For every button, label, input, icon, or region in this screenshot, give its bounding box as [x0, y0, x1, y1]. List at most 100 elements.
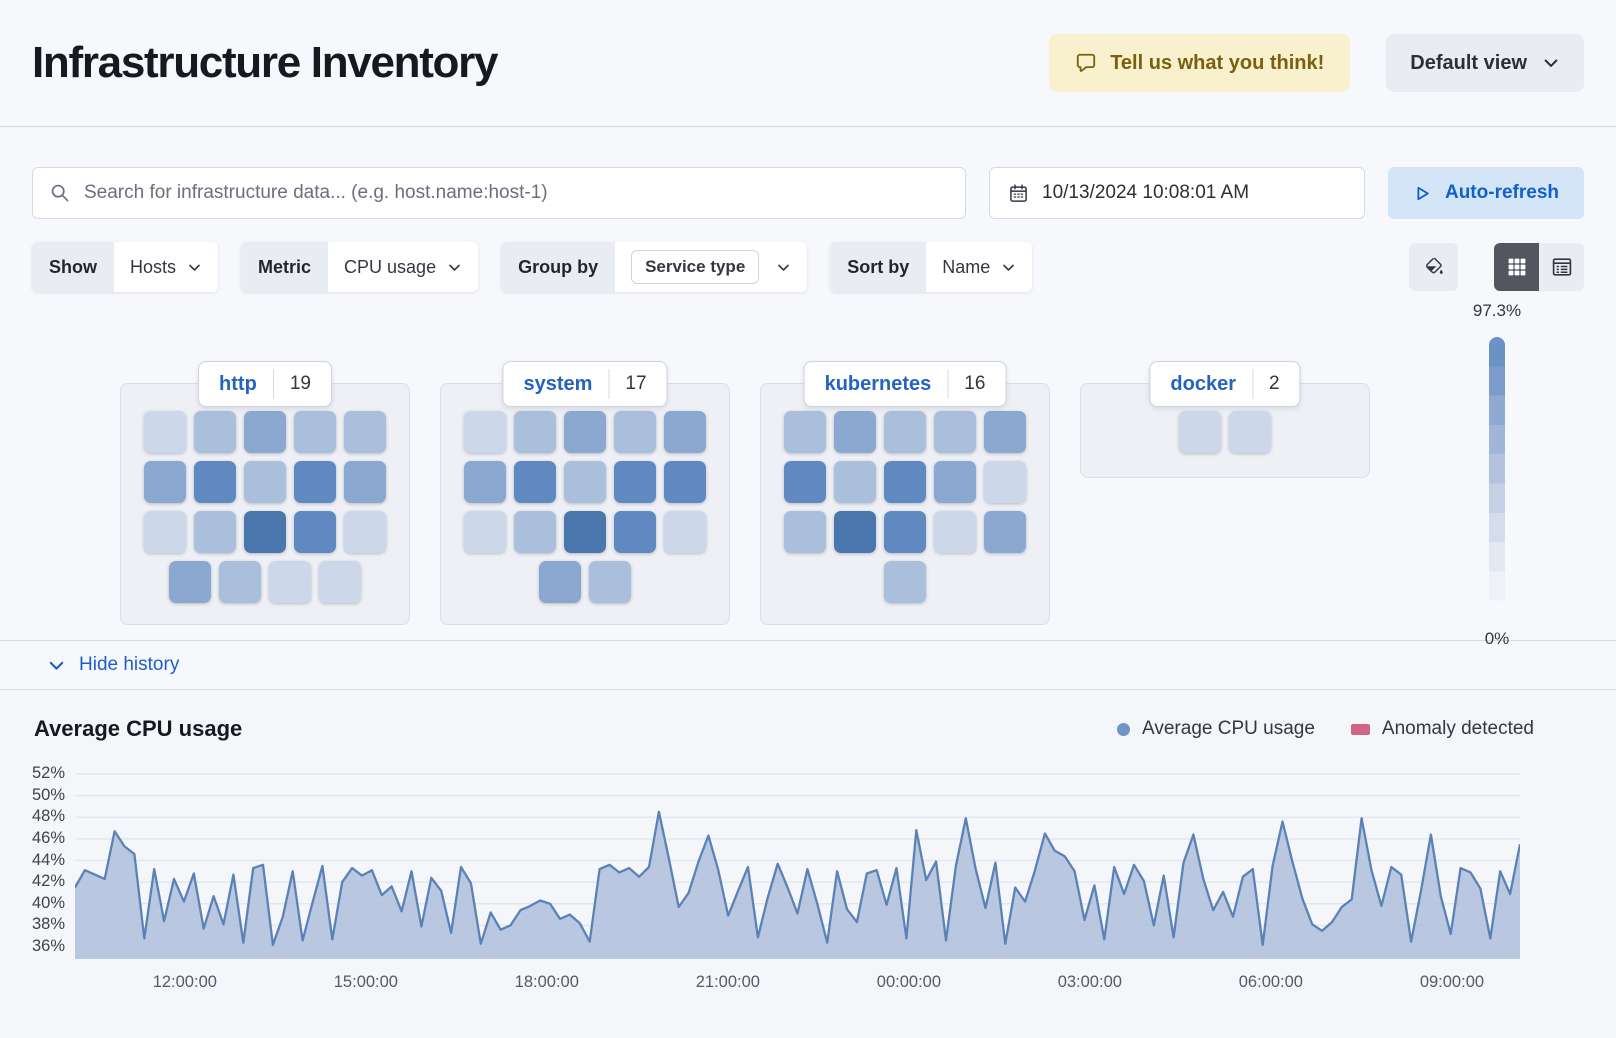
grid-icon	[1505, 255, 1529, 279]
host-tile[interactable]	[884, 561, 926, 603]
view-selector-button[interactable]: Default view	[1386, 34, 1584, 92]
host-tile[interactable]	[664, 511, 706, 553]
host-tile[interactable]	[884, 411, 926, 453]
host-tile[interactable]	[564, 511, 606, 553]
show-control[interactable]: Show Hosts	[32, 242, 219, 292]
host-tile[interactable]	[194, 511, 236, 553]
host-tile[interactable]	[344, 411, 386, 453]
host-tile[interactable]	[169, 561, 211, 603]
host-tile[interactable]	[464, 511, 506, 553]
sort-by-control[interactable]: Sort by Name	[830, 242, 1033, 292]
host-tile[interactable]	[834, 461, 876, 503]
host-tile[interactable]	[539, 561, 581, 603]
host-tile[interactable]	[614, 461, 656, 503]
host-tile[interactable]	[934, 511, 976, 553]
host-tile[interactable]	[514, 411, 556, 453]
host-tile[interactable]	[589, 561, 631, 603]
host-tile[interactable]	[984, 461, 1026, 503]
y-axis-tick: 44%	[31, 850, 65, 869]
host-tile[interactable]	[614, 511, 656, 553]
host-tile[interactable]	[244, 411, 286, 453]
host-tile[interactable]	[564, 461, 606, 503]
legend-item-average-cpu[interactable]: Average CPU usage	[1117, 718, 1315, 740]
host-tile[interactable]	[984, 511, 1026, 553]
host-tile[interactable]	[464, 461, 506, 503]
host-tile[interactable]	[144, 461, 186, 503]
y-axis-tick: 52%	[31, 764, 65, 782]
legend-item-anomaly[interactable]: Anomaly detected	[1350, 718, 1534, 740]
group-by-control[interactable]: Group by Service type	[501, 242, 808, 292]
host-tile[interactable]	[194, 411, 236, 453]
x-axis-tick: 18:00:00	[514, 973, 579, 991]
host-tile[interactable]	[664, 461, 706, 503]
host-tile[interactable]	[784, 411, 826, 453]
host-tile[interactable]	[564, 411, 606, 453]
host-tile[interactable]	[784, 511, 826, 553]
host-tile[interactable]	[319, 561, 361, 603]
host-tile[interactable]	[294, 511, 336, 553]
hide-history-label: Hide history	[79, 654, 180, 675]
host-tile[interactable]	[614, 411, 656, 453]
host-tile[interactable]	[219, 561, 261, 603]
cpu-usage-chart[interactable]: 52%50%48%46%44%42%40%38%36%	[32, 764, 1520, 961]
group-count: 17	[625, 373, 647, 394]
x-axis-tick: 21:00:00	[695, 973, 760, 991]
date-picker[interactable]: 10/13/2024 10:08:01 AM	[989, 167, 1365, 219]
legend-label: Anomaly detected	[1381, 718, 1534, 739]
group-name-link[interactable]: docker	[1170, 372, 1237, 395]
severity-legend-min: 0%	[1484, 629, 1510, 648]
host-tile[interactable]	[269, 561, 311, 603]
host-tile[interactable]	[144, 511, 186, 553]
host-tile[interactable]	[834, 511, 876, 553]
group-by-value-badge[interactable]: Service type	[631, 250, 760, 284]
host-tile[interactable]	[514, 461, 556, 503]
color-palette-button[interactable]	[1409, 243, 1458, 291]
speech-bubble-icon	[1075, 52, 1097, 74]
chevron-down-icon	[187, 260, 202, 275]
host-tile[interactable]	[784, 461, 826, 503]
host-tile[interactable]	[834, 411, 876, 453]
host-tile[interactable]	[884, 511, 926, 553]
host-tile[interactable]	[664, 411, 706, 453]
metric-control[interactable]: Metric CPU usage	[241, 242, 479, 292]
y-axis-tick: 42%	[31, 872, 65, 891]
host-tile[interactable]	[934, 411, 976, 453]
search-input[interactable]	[84, 182, 949, 204]
group-name-link[interactable]: kubernetes	[824, 372, 932, 395]
host-tile[interactable]	[294, 411, 336, 453]
host-tile[interactable]	[1229, 411, 1271, 453]
host-tile[interactable]	[514, 511, 556, 553]
host-tile[interactable]	[244, 511, 286, 553]
hide-history-toggle[interactable]: Hide history	[0, 640, 1616, 690]
host-tile[interactable]	[464, 411, 506, 453]
chart-title: Average CPU usage	[34, 716, 243, 741]
host-tile[interactable]	[244, 461, 286, 503]
host-tile[interactable]	[294, 461, 336, 503]
host-tile[interactable]	[884, 461, 926, 503]
search-box[interactable]	[32, 167, 966, 219]
auto-refresh-label: Auto-refresh	[1444, 182, 1559, 203]
view-selector-label: Default view	[1410, 51, 1527, 74]
host-tile[interactable]	[194, 461, 236, 503]
table-view-button[interactable]	[1539, 243, 1584, 291]
group-by-label: Group by	[501, 242, 616, 292]
y-axis-tick: 46%	[31, 828, 65, 847]
host-tile[interactable]	[934, 461, 976, 503]
auto-refresh-button[interactable]: Auto-refresh	[1388, 167, 1584, 219]
group-name-link[interactable]: system	[523, 372, 593, 395]
x-axis-tick: 00:00:00	[876, 973, 942, 991]
filter-bar: Show Hosts Metric CPU usage Group by Ser…	[32, 242, 1584, 292]
host-tile[interactable]	[1179, 411, 1221, 453]
feedback-button[interactable]: Tell us what you think!	[1049, 34, 1351, 92]
x-axis-tick: 09:00:00	[1419, 973, 1485, 991]
host-tile[interactable]	[344, 511, 386, 553]
host-tile[interactable]	[344, 461, 386, 503]
group-name-link[interactable]: http	[219, 372, 257, 395]
host-tile[interactable]	[984, 411, 1026, 453]
host-tile[interactable]	[144, 411, 186, 453]
waffle-map-view-button[interactable]	[1494, 243, 1539, 291]
y-axis-tick: 50%	[31, 785, 65, 804]
chevron-down-icon	[47, 656, 66, 675]
